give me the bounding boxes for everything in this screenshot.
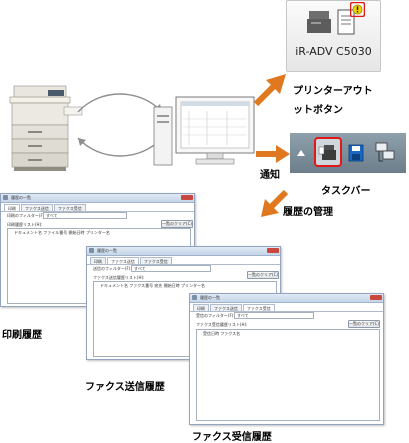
show-hidden-icons-chevron-icon[interactable]: [296, 149, 306, 157]
tab-fax-receive[interactable]: ファクス受信: [53, 204, 86, 211]
taskbar: [290, 133, 406, 173]
dialog-titlebar: 履歴の一覧: [87, 247, 280, 256]
window-app-icon: [192, 295, 197, 300]
computer-illustration: [153, 96, 255, 166]
tab-fax-receive[interactable]: ファクス受信: [242, 304, 275, 311]
printer-button-caption-line1: プリンターアウト: [293, 86, 373, 97]
mfp-printer-illustration: [9, 85, 83, 171]
printer-device-icon: [307, 11, 331, 33]
clear-list-button[interactable]: 一覧のクリア(C): [348, 320, 380, 328]
filter-select[interactable]: すべて: [43, 212, 127, 219]
list-column-headers: 受信日時 ファクス名: [203, 331, 241, 336]
printer-model-name: iR-ADV C5030: [295, 45, 372, 58]
filter-select[interactable]: すべて: [234, 312, 314, 319]
dialog-title: 履歴の一覧: [97, 248, 117, 253]
fax-receive-history-caption: ファクス受信履歴: [192, 432, 272, 443]
filter-select[interactable]: すべて: [131, 265, 211, 272]
warning-icon: [350, 2, 365, 17]
fax-send-history-caption: ファクス送信履歴: [85, 382, 165, 393]
dialog-title: 履歴の一覧: [11, 195, 31, 200]
dialog-tabs: 印刷 ファクス送信 ファクス受信: [190, 304, 383, 312]
list-label: ファクス受信履歴リスト(H):: [196, 322, 248, 327]
filter-label: 印刷のフィルター(F):: [7, 213, 46, 218]
window-app-icon: [89, 248, 94, 253]
document-icon: [337, 9, 355, 35]
network-icon[interactable]: [374, 141, 396, 165]
tab-fax-send[interactable]: ファクス送信: [107, 257, 139, 264]
notify-label: 通知: [260, 170, 280, 181]
list-label: ファクス送信履歴リスト(H):: [93, 275, 145, 280]
close-icon[interactable]: [267, 248, 279, 253]
arrow-to-history: [261, 189, 289, 217]
tab-fax-send[interactable]: ファクス送信: [21, 204, 53, 211]
tab-fax-send[interactable]: ファクス送信: [210, 304, 242, 311]
filter-label: 受信のフィルター(F):: [196, 313, 235, 318]
list-column-headers: ドキュメント名 ファイル番号 開始日時 プリンター名: [14, 230, 110, 235]
tab-fax-receive[interactable]: ファクス受信: [139, 257, 172, 264]
history-list[interactable]: 受信日時 ファクス名: [196, 329, 380, 421]
fax-receive-history-dialog: 履歴の一覧 印刷 ファクス送信 ファクス受信 受信のフィルター(F): すべて …: [189, 293, 384, 425]
printer-output-button[interactable]: iR-ADV C5030: [286, 0, 381, 72]
tab-print[interactable]: 印刷: [193, 304, 209, 311]
dialog-title: 履歴の一覧: [200, 295, 220, 300]
close-icon[interactable]: [370, 295, 382, 300]
taskbar-printer-icon[interactable]: [314, 137, 342, 167]
tab-print[interactable]: 印刷: [90, 257, 106, 264]
window-app-icon: [3, 195, 8, 200]
history-management-caption: 履歴の管理: [283, 207, 333, 218]
dialog-titlebar: 履歴の一覧: [190, 294, 383, 303]
tab-print[interactable]: 印刷: [4, 204, 20, 211]
list-label: 印刷履歴リスト(H):: [7, 222, 43, 227]
filter-label: 送信のフィルター(F):: [93, 266, 132, 271]
arrow-to-printer-button: [253, 74, 286, 107]
taskbar-caption: タスクバー: [321, 186, 371, 197]
close-icon[interactable]: [181, 195, 193, 200]
printer-button-caption-line2: ットボタン: [293, 105, 343, 116]
clear-list-button[interactable]: 一覧のクリア(C): [247, 271, 279, 279]
dialog-tabs: 印刷 ファクス送信 ファクス受信: [87, 257, 280, 265]
dialog-tabs: 印刷 ファクス送信 ファクス受信: [1, 204, 194, 212]
dialog-titlebar: 履歴の一覧: [1, 194, 194, 203]
print-history-caption: 印刷履歴: [2, 330, 42, 341]
save-disk-icon[interactable]: [348, 144, 364, 162]
arrow-to-taskbar: [256, 145, 290, 163]
clear-list-button[interactable]: 一覧のクリア(C): [161, 220, 193, 228]
list-column-headers: ドキュメント名 ファクス番号 宛先 開始日時 プリンター名: [100, 283, 205, 288]
